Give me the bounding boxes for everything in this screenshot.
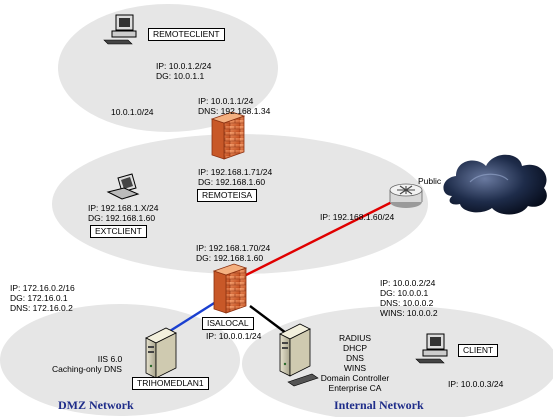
internal-network-title: Internal Network: [334, 398, 424, 412]
remoteisa-name-label: REMOTEISA: [197, 189, 258, 202]
service-wins: WINS: [343, 363, 367, 373]
isalocal-ext-ip: IP: 192.168.1.70/24: [196, 243, 271, 253]
internet-cloud-icon: [443, 154, 547, 215]
router-public-label: Public: [418, 176, 442, 186]
dmz-server-dg: DG: 172.16.0.1: [10, 293, 68, 303]
remoteclient-ip: IP: 10.0.1.2/24: [156, 61, 212, 71]
isalocal-int-ip: IP: 10.0.0.1/24: [206, 331, 262, 341]
remoteisa-ext-dns: DNS: 192.168.1.34: [198, 106, 271, 116]
extclient-ip: IP: 192.168.1.X/24: [88, 203, 159, 213]
client-computer-icon: [415, 333, 448, 364]
service-dns: DNS: [346, 353, 364, 363]
remoteclient-name-label: REMOTECLIENT: [148, 28, 225, 41]
trihomedlan1-server-icon: [145, 327, 177, 379]
extclient-laptop-icon: [106, 173, 140, 200]
remoteisa-dg: DG: 192.168.1.60: [198, 177, 266, 187]
service-enterprise-ca: Enterprise CA: [328, 383, 382, 393]
internal-server-dns: DNS: 10.0.0.2: [380, 298, 434, 308]
service-dhcp: DHCP: [342, 343, 368, 353]
remoteclient-computer-icon: [103, 14, 137, 45]
perimeter-network-zone: [52, 134, 428, 274]
internal-network-zone: [242, 306, 553, 417]
remoteisa-firewall-icon: [210, 111, 246, 160]
internal-services-list: RADIUS DHCP DNS WINS Domain Controller E…: [300, 333, 410, 393]
client-ip: IP: 10.0.0.3/24: [448, 379, 504, 389]
isalocal-name-label: ISALOCAL: [202, 317, 254, 330]
isalocal-firewall-icon: [212, 263, 248, 314]
extclient-dg: DG: 192.168.1.60: [88, 213, 156, 223]
isalocal-ext-dg: DG: 192.168.1.60: [196, 253, 264, 263]
dmz-service-iis: IIS 6.0: [97, 354, 123, 364]
remote-subnet-label: 10.0.1.0/24: [111, 107, 154, 117]
dmz-server-dns: DNS: 172.16.0.2: [10, 303, 73, 313]
public-link: [231, 197, 399, 284]
remoteisa-ext-ip: IP: 10.0.1.1/24: [198, 96, 254, 106]
trihomedlan1-name-label: TRIHOMEDLAN1: [132, 377, 209, 390]
dmz-network-title: DMZ Network: [58, 398, 134, 412]
remoteisa-ip: IP: 192.168.1.71/24: [198, 167, 273, 177]
service-domain-controller: Domain Controller: [320, 373, 390, 383]
internal-server-wins: WINS: 10.0.0.2: [380, 308, 438, 318]
client-name-label: CLIENT: [458, 344, 499, 357]
dmz-service-dns: Caching-only DNS: [52, 364, 122, 374]
internal-server-icon: [279, 323, 319, 387]
dmz-link: [161, 298, 220, 338]
internal-server-dg: DG: 10.0.0.1: [380, 288, 429, 298]
router-icon: [389, 183, 423, 208]
service-radius: RADIUS: [338, 333, 372, 343]
dmz-server-ip: IP: 172.16.0.2/16: [10, 283, 75, 293]
remoteclient-dg: DG: 10.0.1.1: [156, 71, 205, 81]
extclient-name-label: EXTCLIENT: [90, 225, 147, 238]
router-ip: IP: 192.168.1.60/24: [320, 212, 395, 222]
internal-server-ip: IP: 10.0.0.2/24: [380, 278, 436, 288]
